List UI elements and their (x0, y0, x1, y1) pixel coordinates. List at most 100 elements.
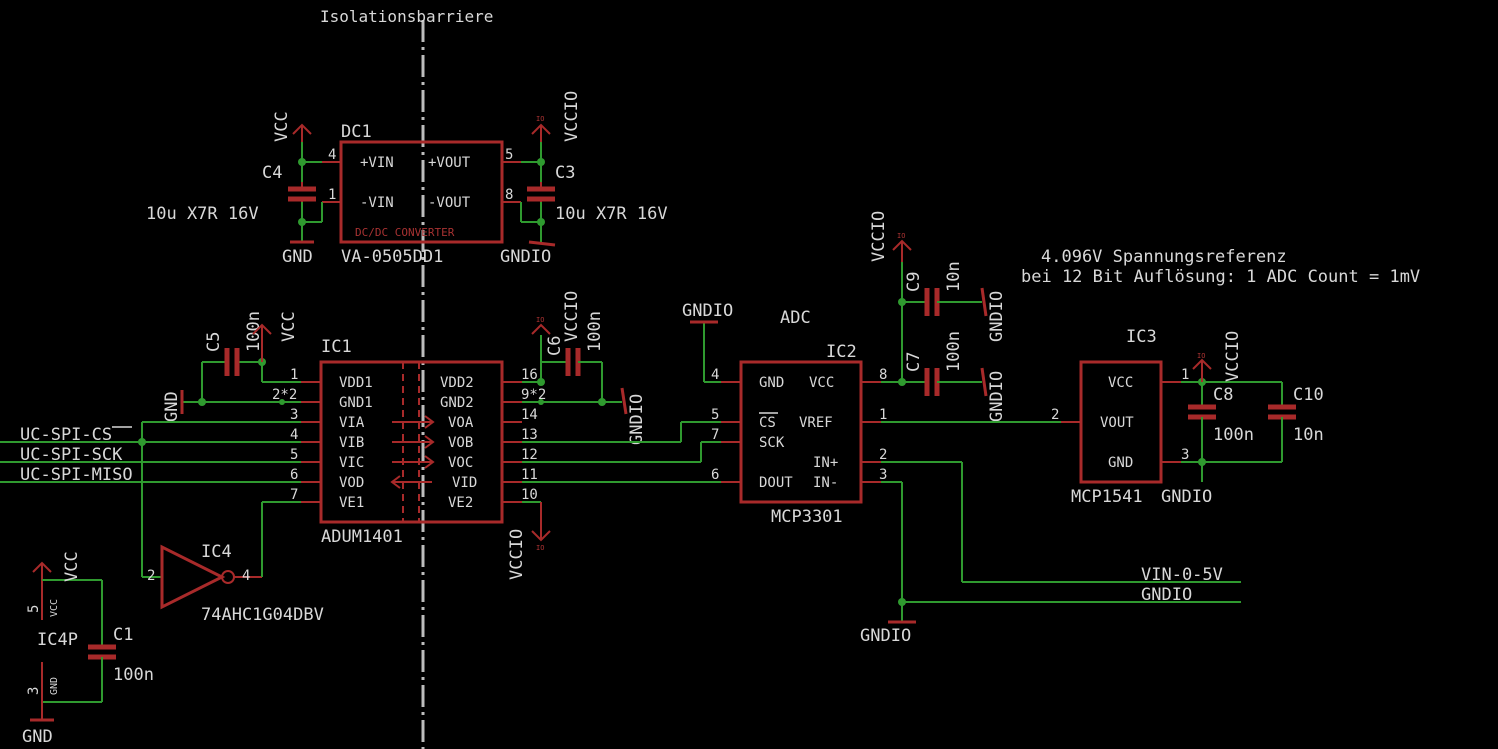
net-uc-spi-cs: UC-SPI-CS (20, 425, 112, 445)
dc1-pin-vout-p: +VOUT (428, 155, 471, 171)
ic1-num-9: 9*2 (521, 387, 546, 403)
c3-name: C3 (555, 163, 575, 183)
ic3-num-1: 1 (1181, 367, 1189, 383)
ic3-vccio-label: VCCIO (1223, 331, 1243, 382)
c7-value: 100n (944, 331, 964, 372)
ic1-vccio-label: VCCIO (562, 291, 582, 342)
ic4p-pin-vcc: VCC (49, 599, 60, 617)
ic1-pin-vid: VID (452, 475, 477, 491)
ic1-pin-vod: VOD (339, 475, 364, 491)
ic3-mcp1541: IC3 MCP1541 VCC VOUT GND 1 2 3 (1051, 327, 1189, 507)
ic1-left-supply: GND C5 100n VCC (162, 311, 301, 422)
isolation-label: Isolationsbarriere (320, 7, 493, 26)
dc1-pin4: 4 (328, 147, 336, 163)
ic4-inverter: IC4 74AHC1G04DBV 2 4 (147, 501, 324, 625)
ic1-pin-vdd2: VDD2 (440, 375, 474, 391)
ic1-gnd-label: GND (162, 391, 182, 422)
dc1-inner-label: DC/DC CONVERTER (355, 226, 455, 239)
c7-name: C7 (904, 352, 924, 372)
ic4-pin-out: 4 (242, 568, 250, 584)
c6-value: 100n (585, 311, 605, 352)
ic4-value: 74AHC1G04DBV (201, 605, 324, 625)
dc1-io-mark: IO (536, 115, 544, 123)
ic1-num-3: 3 (290, 407, 298, 423)
ic1-pin-vob: VOB (448, 435, 473, 451)
c9-value: 10n (944, 261, 964, 292)
ic3-gndio-label: GNDIO (1161, 487, 1212, 507)
net-vin-0-5v: VIN-0-5V (1141, 565, 1223, 585)
note-reference-line2: bei 12 Bit Auflösung: 1 ADC Count = 1mV (1021, 267, 1420, 287)
ic2-pin-vcc: VCC (809, 375, 834, 391)
ic2-mcp3301: IC2 MCP3301 GND VCC CS VREF SCK IN+ DOUT… (711, 308, 887, 527)
ic2-gndio-label: GNDIO (682, 301, 733, 321)
dc1-converter: DC1 VA-0505DD1 +VIN -VIN +VOUT -VOUT DC/… (322, 122, 521, 267)
c8-name: C8 (1213, 385, 1233, 405)
ic2-pin-sck: SCK (759, 435, 785, 451)
c4-name: C4 (262, 163, 282, 183)
ic2-vccio-label: VCCIO (869, 211, 889, 262)
ic1-num-13: 13 (521, 427, 538, 443)
ic3-pin-gnd: GND (1108, 455, 1133, 471)
ic2-io-mark: IO (897, 232, 905, 240)
ic2-name: IC2 (826, 342, 857, 362)
ic1-num-5: 5 (290, 447, 298, 463)
ic1-right-supply: IO C6 VCCIO 100n GNDIO IO VCCIO (507, 291, 647, 580)
dc1-input-section: C4 10u X7R 16V VCC GND (146, 111, 323, 267)
ic1-num-10: 10 (521, 487, 538, 503)
ic1-num-1: 1 (290, 367, 298, 383)
ic1-ic2-wires: GNDIO (522, 301, 733, 483)
c3-value: 10u X7R 16V (555, 204, 668, 224)
ic1-pin-voa: VOA (448, 415, 474, 431)
net-uc-spi-miso: UC-SPI-MISO (20, 465, 133, 485)
net-uc-spi-sck: UC-SPI-SCK (20, 445, 123, 465)
ic2-pin-inn: IN- (813, 475, 838, 491)
ic4p-pin-gnd-num: 3 (26, 687, 42, 695)
ic1-num-12: 12 (521, 447, 538, 463)
dc1-gnd-label: GND (282, 247, 313, 267)
ic4p-vcc-label: VCC (62, 551, 82, 582)
c5-name: C5 (204, 332, 224, 352)
ic2-value: MCP3301 (771, 507, 843, 527)
ic1-num-11: 11 (521, 467, 538, 483)
ic2-pin-inp: IN+ (813, 455, 838, 471)
ic1-gndio-label: GNDIO (627, 394, 647, 445)
dc1-value: VA-0505DD1 (341, 247, 443, 267)
analog-input: VIN-0-5V GNDIO GNDIO (860, 461, 1241, 646)
ic3-io-mark: IO (1197, 352, 1205, 360)
ic1-io-mark-top: IO (536, 316, 544, 324)
c1-name: C1 (113, 625, 133, 645)
c9-name: C9 (904, 272, 924, 292)
ic4p-gnd-label: GND (22, 727, 53, 747)
c8-value: 100n (1213, 425, 1254, 445)
ic4-name: IC4 (201, 542, 232, 562)
ic3-supply: IO VCCIO C8 100n C10 10n GNDIO (1161, 331, 1324, 507)
ic1-vcc-label: VCC (279, 311, 299, 342)
c9-gndio-label: GNDIO (987, 291, 1007, 342)
ic1-pin-vib: VIB (339, 435, 364, 451)
dc1-name: DC1 (341, 122, 372, 142)
ic3-pin-vcc: VCC (1108, 375, 1133, 391)
c1-value: 100n (113, 665, 154, 685)
ic1-adum1401: IC1 ADUM1401 VDD1 GND1 VIA VIB VIC VOD V… (272, 337, 546, 547)
ic1-pin-gnd1: GND1 (339, 395, 373, 411)
ic3-pin-vout: VOUT (1100, 415, 1134, 431)
ic3-value: MCP1541 (1071, 487, 1143, 507)
c7-gndio-label: GNDIO (987, 371, 1007, 422)
ic2-num-2: 2 (879, 447, 887, 463)
ic1-pin-via: VIA (339, 415, 365, 431)
ic3-name: IC3 (1126, 327, 1157, 347)
note-reference-line1: 4.096V Spannungsreferenz (1041, 247, 1287, 267)
ic1-name: IC1 (321, 337, 352, 357)
dc1-output-section: C3 10u X7R 16V IO VCCIO GNDIO (500, 91, 668, 267)
ic2-num-4: 4 (711, 367, 719, 383)
ic1-num-14: 14 (521, 407, 538, 423)
ic1-num-2: 2*2 (272, 387, 297, 403)
ic2-num-5: 5 (711, 407, 719, 423)
spi-nets: UC-SPI-CS UC-SPI-SCK UC-SPI-MISO (0, 421, 301, 578)
ic3-num-3: 3 (1181, 447, 1189, 463)
ic4p-pin-vcc-num: 5 (26, 605, 42, 613)
ic2-pin-dout: DOUT (759, 475, 793, 491)
c10-value: 10n (1293, 425, 1324, 445)
ic1-pin-voc: VOC (448, 455, 473, 471)
